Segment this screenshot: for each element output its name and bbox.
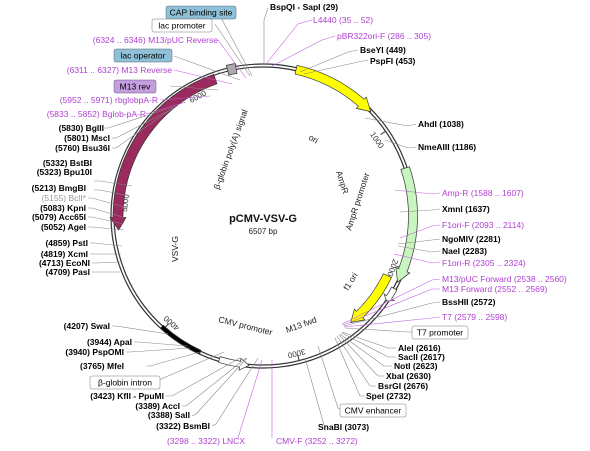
primer-m13puc-reverse: (6324 .. 6346) M13/pUC Reverse: [93, 35, 218, 45]
box-beta-globin-intron-text: β-globin intron: [98, 378, 152, 388]
site-bsshii: BssHII (2572): [442, 297, 496, 307]
box-cmv-enhancer: [339, 403, 407, 418]
tick-mark-3000: [297, 354, 300, 361]
site-bsu36i: (5760) Bsu36I: [55, 143, 110, 153]
site-apai: (3944) ApaI: [87, 337, 132, 347]
site-pspfi: PspFI (453): [370, 56, 416, 66]
feature-label-m13fwd: M13 fwd: [284, 314, 318, 334]
box-m13-rev-text: M13 rev: [120, 82, 151, 92]
primer-amp-r: Amp-R (1588 .. 1607): [442, 188, 524, 198]
site-xmni: XmnI (1637): [442, 204, 490, 214]
site-alei: AleI (2616): [398, 343, 441, 353]
feature-arc-vsvg: [109, 73, 218, 231]
site-bsmbi: (3322) BsmBI: [156, 421, 210, 431]
primer-f1ori-f: F1ori-F (2093 .. 2114): [442, 220, 524, 230]
site-snabi: SnaBI (3073): [318, 422, 369, 432]
primer-m13-reverse: (6311 .. 6327) M13 Reverse: [67, 65, 172, 75]
site-bsrgi: BsrGI (2676): [378, 381, 428, 391]
site-bmgbi: (5213) BmgBI: [32, 183, 86, 193]
box-lac-operator-text: lac operator: [121, 51, 166, 61]
feature-arc-globin: [225, 63, 238, 76]
feature-label-cmv: CMV promoter: [218, 314, 274, 337]
box-lac-operator: [113, 48, 173, 63]
site-spei: SpeI (2732): [366, 391, 411, 401]
site-ngomiv: NgoMIV (2281): [442, 234, 501, 244]
feature-label-vsvg: VSV-G: [170, 236, 180, 262]
site-labels: BspQI - SapI (29) L4440 (35 .. 52) pBR32…: [32, 2, 567, 446]
site-econi: (4713) EcoNI: [39, 258, 90, 268]
feature-arcs: [109, 63, 418, 371]
boxed-labels: CAP binding site lac promoter lac operat…: [89, 5, 469, 418]
site-msci: (5801) MscI: [64, 133, 110, 143]
primer-pbr322: pBR322ori-F (286 .. 305): [337, 31, 431, 41]
box-m13-rev: [113, 79, 157, 94]
primer-bglob-pa-r: (5833 .. 5852) Bglob-pA-R: [47, 109, 146, 119]
site-kpni: (5083) KpnI: [40, 203, 86, 213]
box-beta-globin-intron: [89, 375, 161, 390]
box-cap-binding-site-text: CAP binding site: [170, 8, 233, 18]
primer-cmv-f: CMV-F (3252 .. 3272): [276, 436, 358, 446]
site-acci: (3389) AccI: [135, 401, 180, 411]
site-psti: (4859) PstI: [45, 238, 88, 248]
site-pasi: (4709) PasI: [46, 267, 90, 277]
box-lac-promoter: [151, 18, 213, 33]
site-agei: (5052) AgeI: [41, 222, 86, 232]
site-kfli: (3423) KflI - PpuMI: [90, 391, 164, 401]
feature-arc-ori: [294, 64, 372, 113]
feature-arc-m13fwd: [217, 356, 250, 371]
site-bspqi: BspQI - SapI (29): [270, 2, 338, 12]
feature-arc-ampr: [395, 166, 418, 283]
primer-lncx: (3298 .. 3322) LNCX: [167, 436, 245, 446]
site-bglii: (5830) BglII: [59, 123, 104, 133]
feature-label-f1ori: f1 ori: [341, 271, 360, 292]
leader-lines: [88, 7, 441, 439]
site-xbai: XbaI (2630): [386, 371, 431, 381]
site-bpu10i: (5323) Bpu10I: [37, 167, 92, 177]
site-nmeaiii: NmeAIII (1186): [418, 142, 476, 152]
site-pspomi: (3940) PspOMI: [65, 347, 124, 357]
site-xcmi: (4819) XcmI: [41, 249, 88, 259]
plasmid-size: 6507 bp: [249, 227, 278, 236]
site-sacii: SacII (2617): [398, 352, 445, 362]
box-t7-promoter-text: T7 promoter: [417, 328, 463, 338]
site-swai: (4207) SwaI: [64, 321, 110, 331]
primer-m13-forward: M13 Forward (2552 .. 2569): [442, 284, 548, 294]
site-ahdi: AhdI (1038): [418, 119, 464, 129]
site-bseyi: BseYI (449): [360, 45, 406, 55]
primer-m13puc-forward: M13/pUC Forward (2538 .. 2560): [442, 274, 567, 284]
site-noti: NotI (2623): [394, 361, 438, 371]
primer-rbglobpa-r: (5952 .. 5971) rbglobpA-R: [60, 95, 158, 105]
primer-l4440: L4440 (35 .. 52): [313, 15, 373, 25]
box-cmv-enhancer-text: CMV enhancer: [345, 406, 402, 416]
feature-label-ampr: AmpR: [334, 170, 351, 196]
site-bstbi: (5332) BstBI: [43, 158, 92, 168]
tick-label-5000: 5000: [120, 193, 131, 212]
site-mfei: (3765) MfeI: [80, 361, 124, 371]
feature-label-globin: β-globin poly(A) signal: [211, 108, 249, 191]
tick-mark-1000: [380, 130, 386, 136]
feature-label-ori: ori: [307, 132, 320, 145]
box-lac-promoter-text: lac promoter: [158, 21, 205, 31]
primer-t7: T7 (2579 .. 2598): [442, 312, 507, 322]
tick-label-3000: 3000: [286, 347, 306, 360]
plasmid-name: pCMV-VSV-G: [229, 213, 297, 225]
primer-f1ori-r: F1ori-R (2305 .. 2324): [442, 258, 526, 268]
feature-arc-cmv: [159, 324, 202, 355]
feature-arc-f1ori: [350, 273, 392, 323]
box-t7-promoter: [411, 325, 469, 340]
feature-arc-ampr-prom: [383, 286, 398, 302]
site-naei: NaeI (2283): [442, 246, 487, 256]
site-bcli: (5155) BclI*: [42, 193, 87, 203]
site-acc65i: (5079) Acc65I: [32, 212, 86, 222]
site-sali: (3388) SalI: [148, 410, 190, 420]
